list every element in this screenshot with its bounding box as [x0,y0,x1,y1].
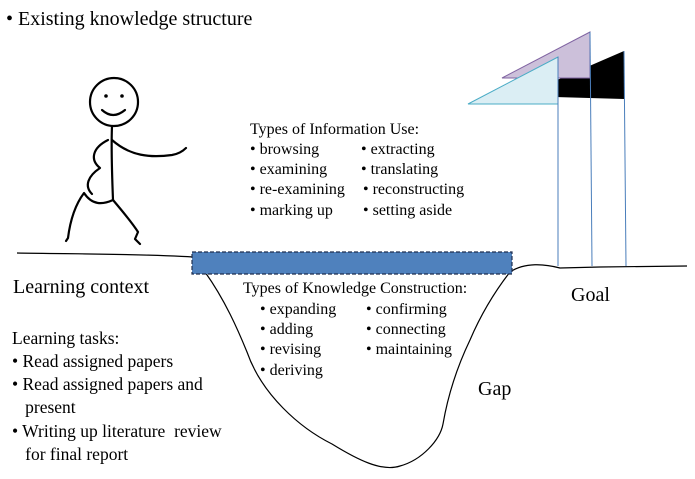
learning-task-line: present [12,397,76,417]
information-use-item: • translating [361,161,439,178]
learning-task-line: • Read assigned papers [12,351,174,371]
information-use-item: • extracting [361,141,435,158]
stick-figure-back-leg [64,191,115,243]
stick-figure-right-eye [120,94,124,98]
information-use-item: • reconstructing [363,181,465,198]
information-use-item: • browsing [250,141,320,158]
information-use-item: • re-examining [250,181,345,198]
stick-figure-front-leg [111,198,142,246]
information-use-item: • marking up [250,202,333,219]
stick-figure-smile [100,108,127,117]
learning-context-label: Learning context [13,276,150,298]
goal-label: Goal [571,284,610,306]
stick-figure-left-arm [86,138,110,196]
goal-pole-3 [623,50,627,267]
information-use-title: Types of Information Use: [250,121,420,138]
existing-knowledge-label: • Existing knowledge structure [6,8,253,30]
information-use-item: • setting aside [363,202,453,219]
knowledge-construction-item: • expanding [260,301,337,318]
learning-task-line: • Writing up literature review [12,421,222,441]
information-use-item: • examining [250,161,328,178]
stick-figure-body [110,124,115,202]
stick-figure-left-eye [104,94,108,98]
knowledge-construction-item: • confirming [366,301,447,318]
goal-pole-2 [589,31,593,267]
knowledge-construction-item: • connecting [366,321,446,338]
learning-task-line: for final report [12,444,129,464]
goal-flag-cyan [467,56,559,105]
learning-tasks-title: Learning tasks: [12,328,120,348]
stick-figure-learner [64,76,188,246]
knowledge-construction-item: • deriving [260,362,323,379]
learning-task-line: • Read assigned papers and [12,374,203,394]
stick-figure-right-arm [110,138,188,158]
knowledge-construction-item: • maintaining [366,341,453,358]
knowledge-construction-item: • adding [260,321,314,338]
knowledge-construction-item: • revising [260,341,322,358]
gap-label: Gap [478,378,512,400]
stick-figure-head [88,76,140,128]
knowledge-construction-title: Types of Knowledge Construction: [243,280,468,297]
bridge-bar [191,251,513,275]
